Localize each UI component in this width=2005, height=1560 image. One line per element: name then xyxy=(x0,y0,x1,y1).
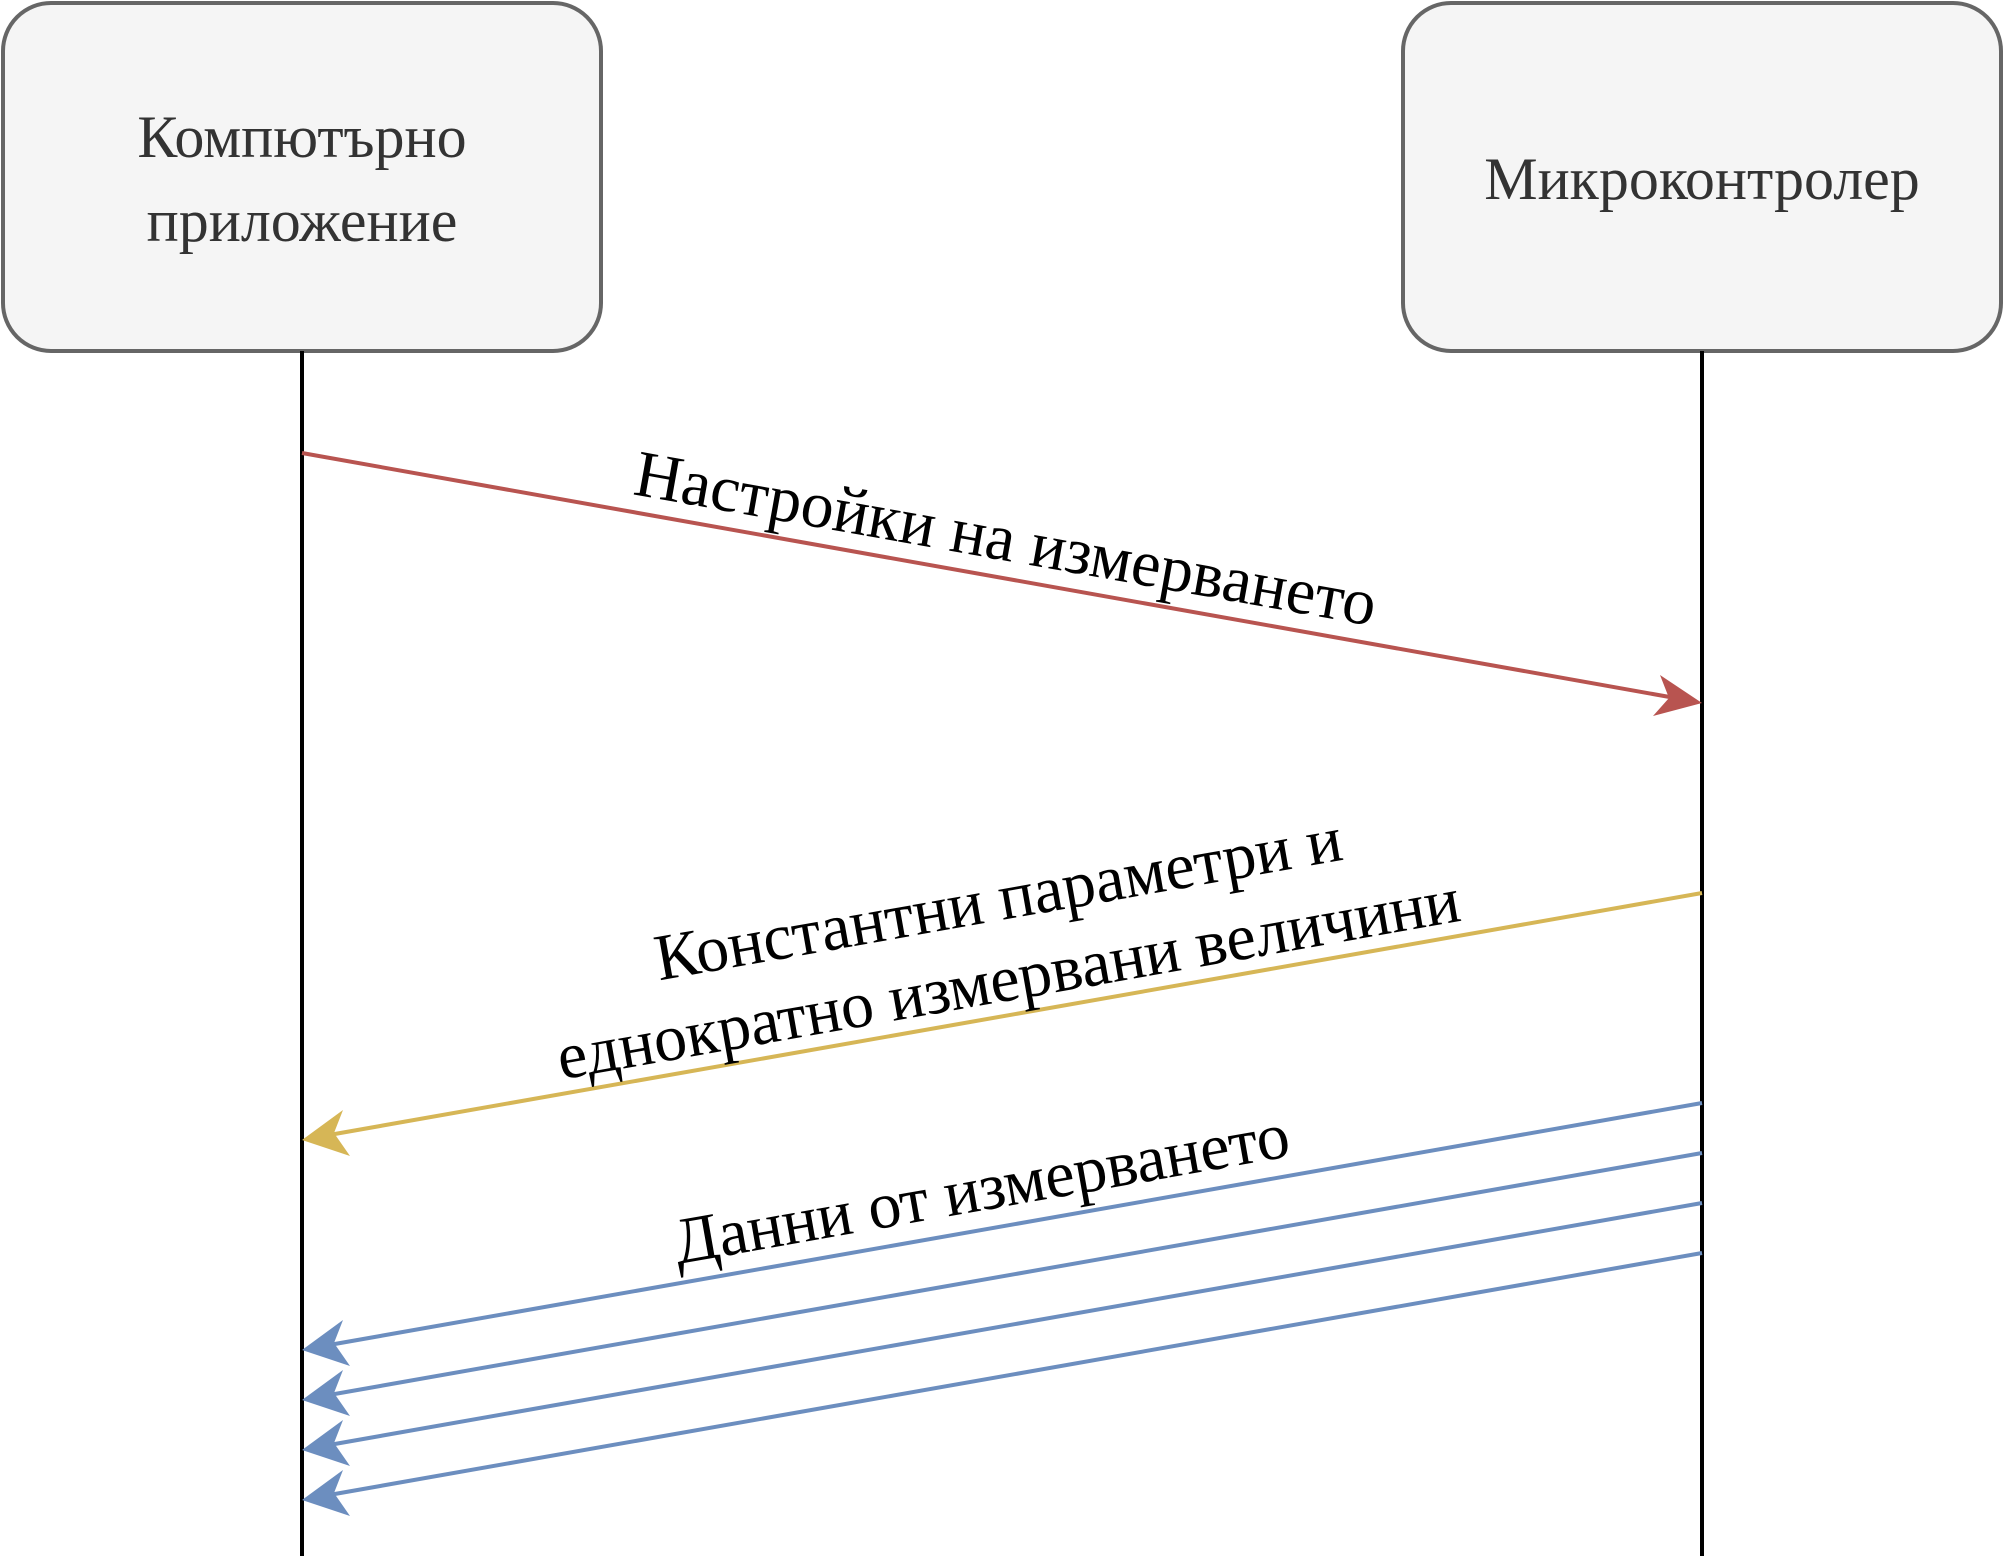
participant-microcontroller: Микроконтролер xyxy=(1401,1,2003,353)
arrowhead-data-4 xyxy=(302,1470,350,1516)
participant-label-line1: Компютърно xyxy=(137,104,466,170)
arrow-line-data-4 xyxy=(311,1251,1703,1500)
arrowhead-data-3 xyxy=(302,1420,350,1466)
arrow-line-data-3 xyxy=(311,1201,1703,1450)
arrow-line-data-2 xyxy=(311,1151,1703,1400)
message-label-data: Данни от измерването xyxy=(668,1099,1295,1279)
arrowhead-data-1 xyxy=(302,1320,350,1366)
message-settings: Настройки на измерването xyxy=(301,437,1702,716)
message-constants: Константни параметри и еднократно измерв… xyxy=(302,802,1703,1156)
participant-label-line2: приложение xyxy=(147,188,458,254)
arrowhead-settings xyxy=(1653,675,1702,716)
arrowhead-constants xyxy=(302,1110,350,1156)
arrow-line-settings xyxy=(301,451,1693,703)
participant-computer-app: Компютърно приложение xyxy=(1,1,603,353)
message-label-settings: Настройки на измерването xyxy=(629,437,1382,641)
message-data: Данни от измерването xyxy=(302,1099,1703,1516)
participant-box-computer-app xyxy=(1,1,603,353)
arrow-line-constants xyxy=(311,891,1703,1140)
participant-label-microcontroller: Микроконтролер xyxy=(1484,146,1920,212)
arrow-line-data-1 xyxy=(311,1101,1703,1350)
arrowhead-data-2 xyxy=(302,1370,350,1416)
